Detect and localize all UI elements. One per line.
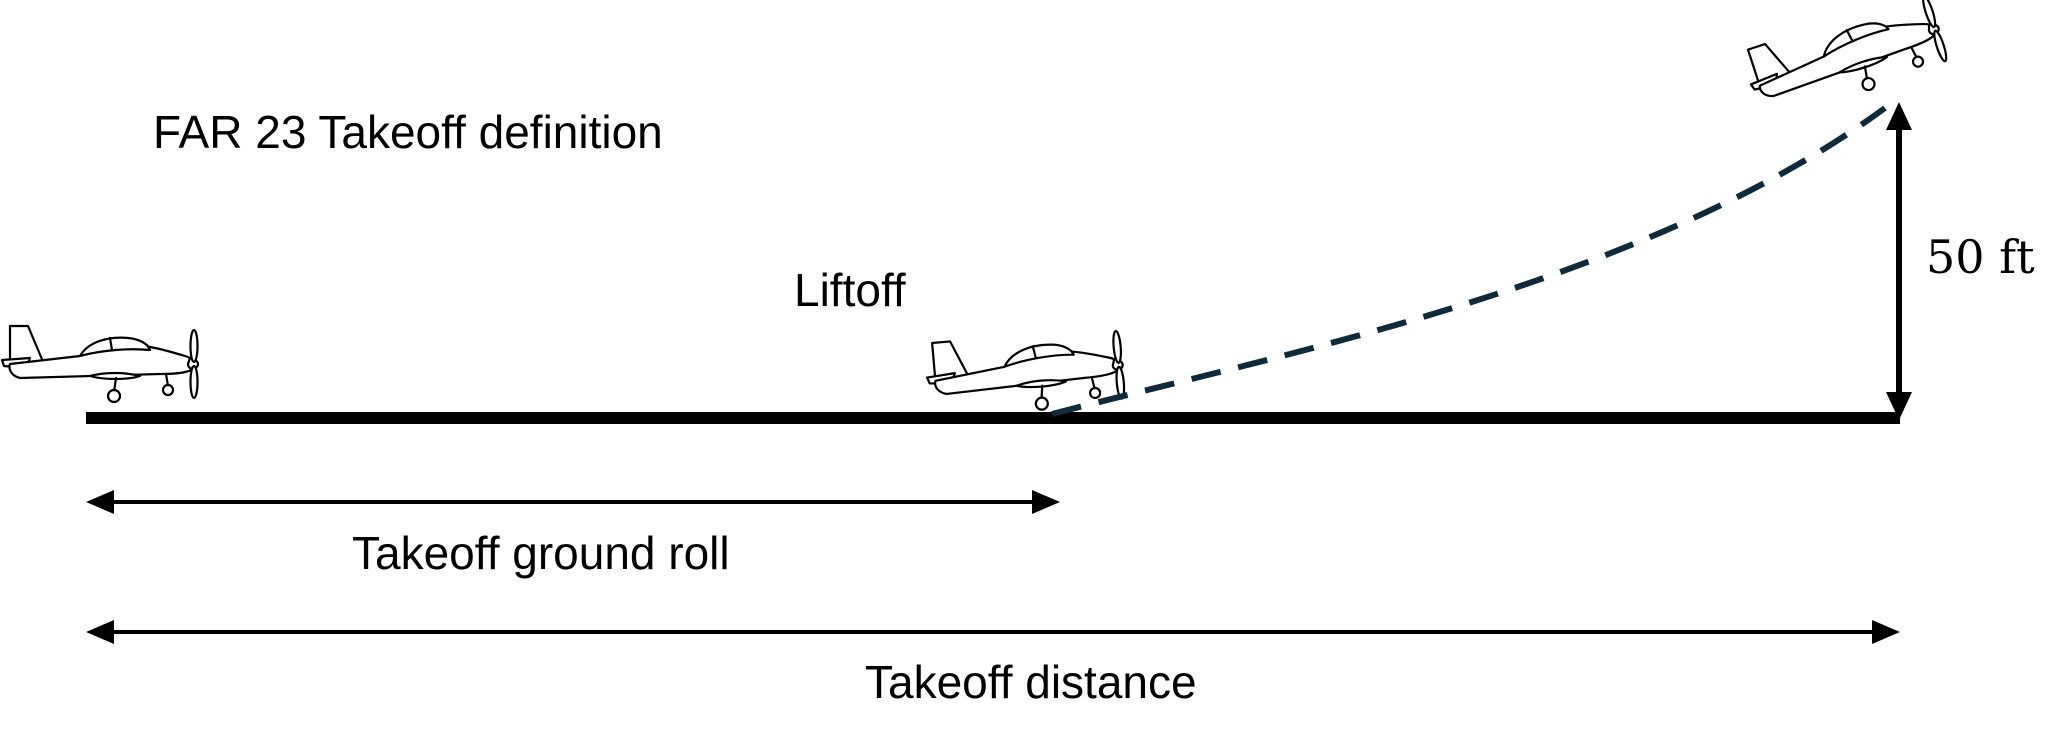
takeoff-distance-label: Takeoff distance [865,656,1197,708]
flight-path-curve [1051,105,1887,417]
airplane-icon [1739,0,1952,126]
airplane-icon [923,325,1128,421]
ground-roll-label: Takeoff ground roll [352,527,730,579]
takeoff-distance-arrow [86,620,1900,644]
ground-roll-arrow [86,490,1060,514]
diagram-title: FAR 23 Takeoff definition [153,106,663,158]
airplane-icon [0,324,200,404]
liftoff-label: Liftoff [794,264,906,316]
height-label: 50 ft [1926,230,2035,284]
height-arrow [1886,102,1912,420]
